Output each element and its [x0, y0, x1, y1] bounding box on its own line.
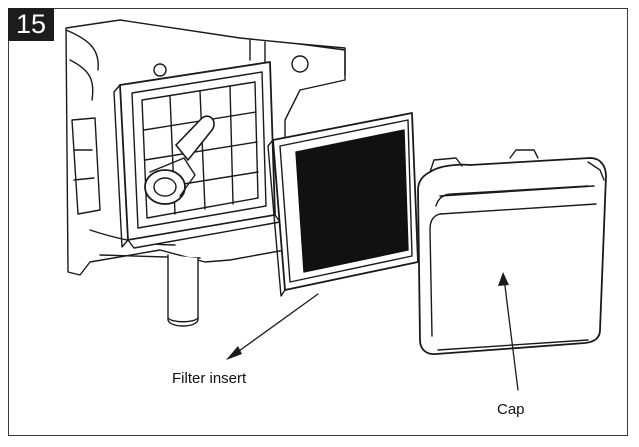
filter-insert: [267, 112, 419, 297]
cap-leader: [503, 277, 519, 391]
cap-label: Cap: [497, 401, 525, 418]
filter-cap: [417, 149, 607, 355]
step-number-badge: 15: [8, 8, 54, 41]
housing-knob: [144, 115, 215, 205]
cap-arrowhead: [498, 272, 509, 286]
filter-insert-arrowhead: [226, 346, 242, 360]
filter-housing: [113, 61, 281, 249]
engine-post: [167, 254, 199, 327]
filter-insert-label: Filter insert: [172, 370, 247, 387]
figure-frame: [8, 8, 628, 436]
filter-insert-leader: [231, 293, 319, 357]
leader-lines: [231, 277, 519, 391]
filter-media: [295, 129, 409, 273]
